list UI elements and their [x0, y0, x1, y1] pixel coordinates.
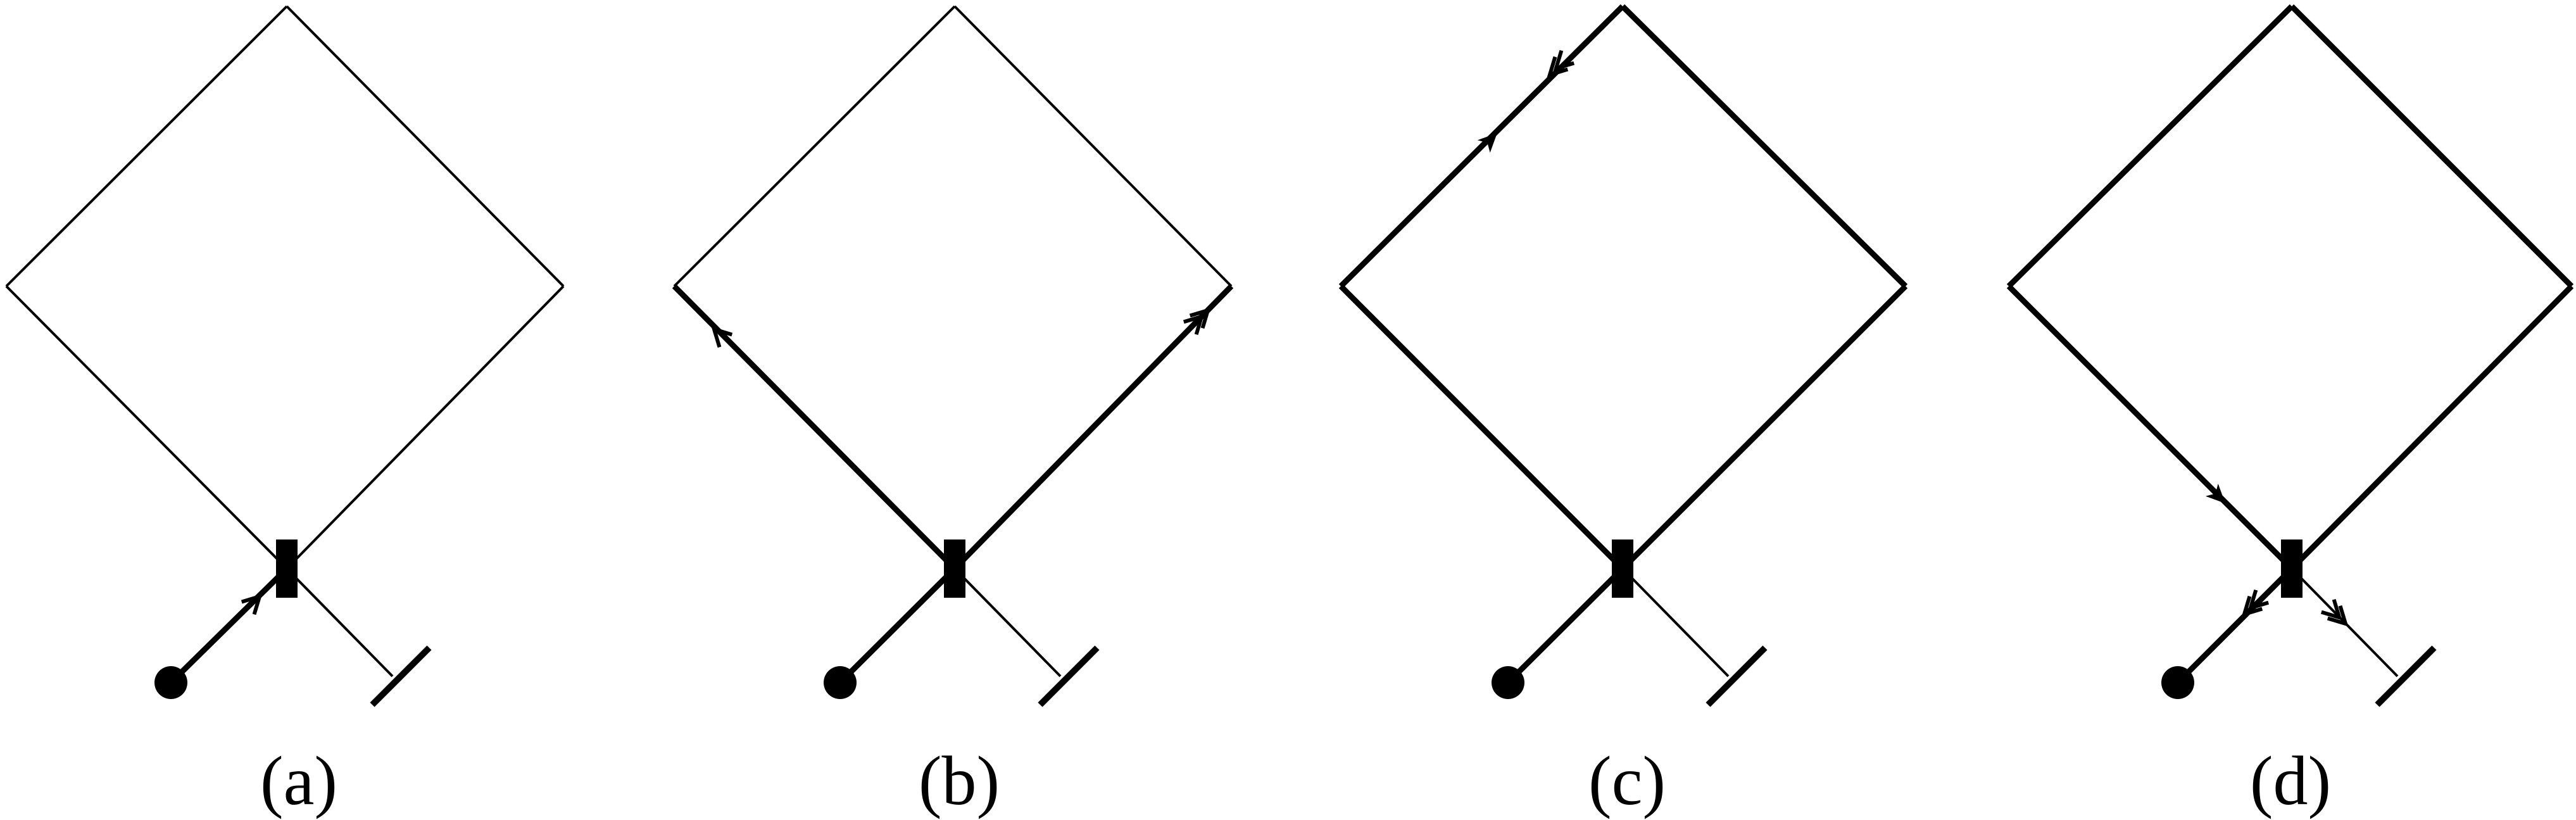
- panel-a: (a): [5, 5, 565, 819]
- panel-d: (d): [2006, 4, 2574, 819]
- panel-c: (c): [1338, 4, 1908, 819]
- reference-arm: [953, 567, 1062, 678]
- beam-splitter: [944, 539, 965, 598]
- input-arm: [838, 566, 957, 685]
- end-mirror: [370, 645, 432, 707]
- input-arm: [1505, 566, 1625, 685]
- input-arm: [168, 566, 289, 685]
- source-dot: [824, 666, 857, 699]
- beam-splitter: [1612, 539, 1633, 598]
- reference-arm: [286, 567, 394, 678]
- mirror-ring: [5, 5, 565, 570]
- panel-label-c: (c): [1588, 742, 1666, 819]
- panel-b: (b): [672, 5, 1234, 819]
- source-dot: [1492, 666, 1524, 699]
- source-dot: [154, 666, 187, 699]
- mirror-ring: [1338, 4, 1908, 571]
- mirror-ring: [672, 5, 1234, 571]
- panel-label-a: (a): [260, 742, 337, 819]
- beam-splitter: [2281, 539, 2303, 598]
- beam-splitter: [276, 539, 298, 598]
- end-mirror: [2375, 645, 2437, 707]
- source-dot: [2161, 666, 2194, 699]
- panel-label-b: (b): [919, 742, 1000, 819]
- mirror-ring: [2006, 4, 2574, 571]
- end-mirror: [1038, 645, 1100, 707]
- panel-label-d: (d): [2250, 742, 2331, 819]
- input-arm: [2175, 566, 2294, 685]
- end-mirror: [1706, 645, 1768, 707]
- down-double-arrow-icon: [1543, 51, 1574, 81]
- reference-arm: [1621, 567, 1730, 678]
